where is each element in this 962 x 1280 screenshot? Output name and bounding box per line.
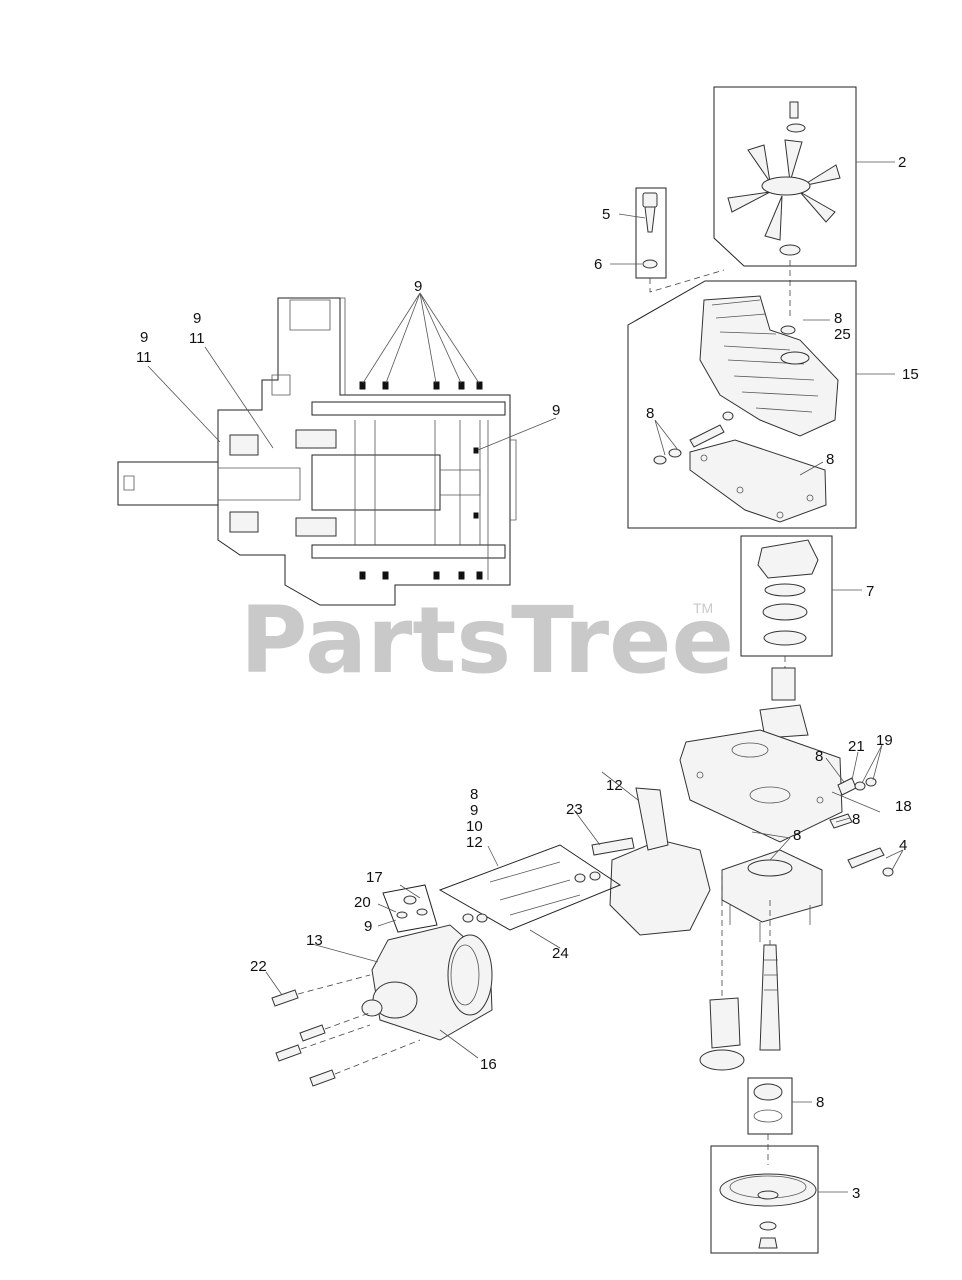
callout-20-fitting: 20 xyxy=(354,894,371,911)
callout-25-nut: 25 xyxy=(834,326,851,343)
callout-11-shaft-seal: 11 xyxy=(136,349,152,366)
callout-9-fitting: 9 xyxy=(364,918,372,935)
callout-7-bearing-kit: 7 xyxy=(866,583,874,600)
callout-13-motor: 13 xyxy=(306,932,323,949)
callout-23-bolt: 23 xyxy=(566,801,583,818)
thrust-bearing-kit xyxy=(740,535,862,700)
pulley-assembly xyxy=(710,1134,848,1254)
callout-8-bearing: 8 xyxy=(816,1094,824,1111)
callout-21-bypass: 21 xyxy=(848,738,865,755)
callout-15-housing: 15 xyxy=(902,366,919,383)
callout-19-bypass: 19 xyxy=(876,732,893,749)
callout-9-shaft-seal: 9 xyxy=(140,329,148,346)
callout-10-kit: 10 xyxy=(466,818,483,835)
vent-cap-assembly xyxy=(610,187,725,293)
cross-section-view xyxy=(117,292,557,606)
axle-housing-group xyxy=(438,771,711,949)
callout-6-washer: 6 xyxy=(594,256,602,273)
callout-11-seal: 11 xyxy=(189,330,205,347)
callout-4-arm: 4 xyxy=(899,837,907,854)
callout-8-nut: 8 xyxy=(834,310,842,327)
callout-9-oring-group: 9 xyxy=(414,278,422,295)
callout-9-inner-oring: 9 xyxy=(552,402,560,419)
callout-8-seals: 8 xyxy=(646,405,654,422)
watermark-trademark: TM xyxy=(693,600,713,616)
callout-9-seal: 9 xyxy=(193,310,201,327)
callout-8-kit: 8 xyxy=(470,786,478,803)
watermark-text: PartsTree xyxy=(240,587,734,694)
hydro-motor-group xyxy=(265,884,493,1087)
callout-3-pulley: 3 xyxy=(852,1185,860,1202)
callout-2-fan: 2 xyxy=(898,154,906,171)
callout-12-kit: 12 xyxy=(466,834,483,851)
parts-tree-watermark: PartsTree TM xyxy=(240,587,734,694)
callout-22-bolts: 22 xyxy=(250,958,267,975)
callout-8-orings: 8 xyxy=(793,827,801,844)
fan-assembly xyxy=(713,86,895,320)
callout-24-kit: 24 xyxy=(552,945,569,962)
callout-17-fitting: 17 xyxy=(366,869,383,886)
cross-section-callouts: 9 9 11 9 11 9 xyxy=(136,278,560,419)
housing-kit xyxy=(627,280,895,529)
input-bearing-kit xyxy=(747,1077,812,1135)
callout-8-plug: 8 xyxy=(852,811,860,828)
callout-9-kit: 9 xyxy=(470,802,478,819)
callout-18-bypass-rod: 18 xyxy=(895,798,912,815)
callout-12-housing: 12 xyxy=(606,777,623,794)
callout-8-bypass: 8 xyxy=(815,748,823,765)
bypass-valve-group xyxy=(751,744,904,877)
callout-16-motor: 16 xyxy=(480,1056,497,1073)
callout-8-gasket: 8 xyxy=(826,451,834,468)
callout-5-vent-cap: 5 xyxy=(602,206,610,223)
center-section-housing xyxy=(679,667,843,1071)
